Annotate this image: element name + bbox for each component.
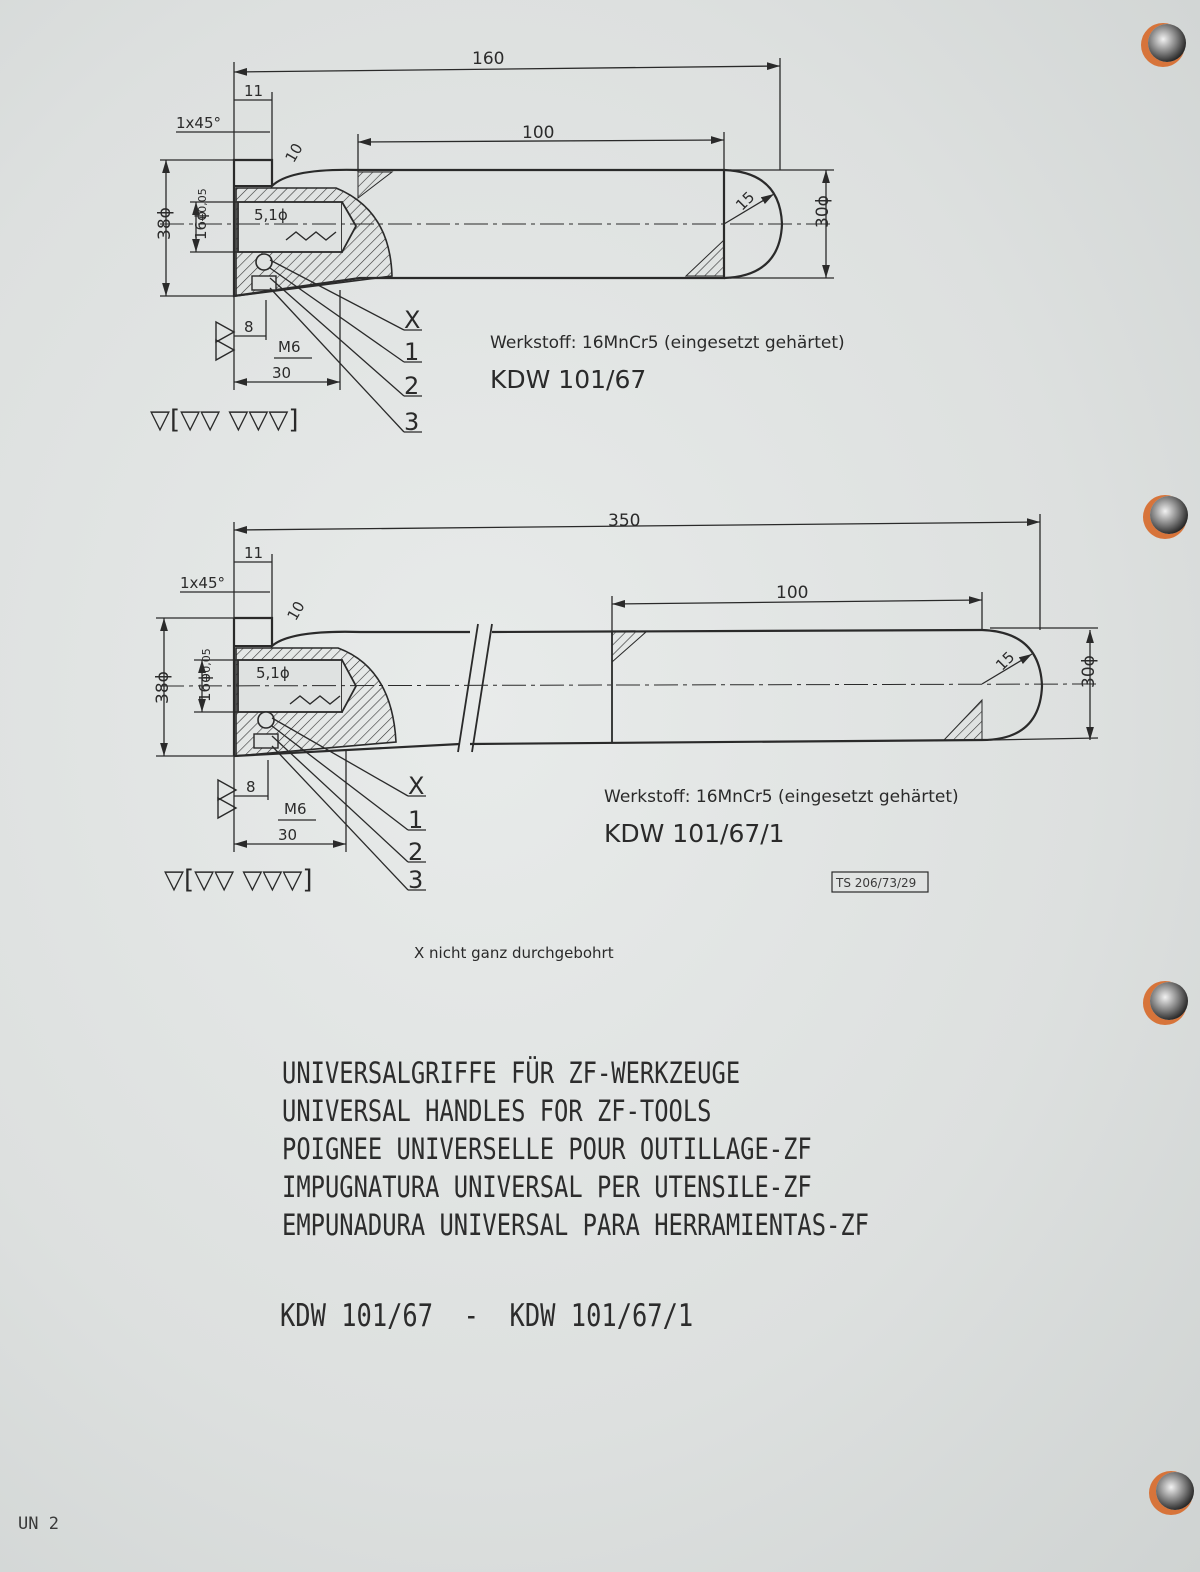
title-german: UNIVERSALGRIFFE FÜR ZF-WERKZEUGE: [282, 1056, 741, 1090]
dim-collar-width: 11: [244, 82, 263, 100]
leader-label: X: [404, 306, 420, 334]
dim-fillet: 10: [284, 598, 309, 624]
dim-chamfer: 1x45°: [180, 574, 225, 592]
leader-label: X: [408, 772, 424, 800]
dim-diameter-bore: 16ϕ: [192, 211, 210, 240]
leader-label: 2: [408, 838, 423, 866]
dim-bore: 5,1ϕ: [256, 664, 290, 682]
dim-thread-length: 30: [272, 364, 291, 382]
leader-label: 2: [404, 372, 419, 400]
surface-finish-symbols: ▽[▽▽ ▽▽▽]: [150, 405, 299, 435]
footnote: X nicht ganz durchgebohrt: [414, 944, 614, 962]
dim-bore-tolerance: +0,05: [196, 188, 209, 222]
binder-ring-icon: [1150, 982, 1188, 1020]
part-numbers-line: KDW 101/67 - KDW 101/67/1: [280, 1298, 694, 1334]
drawing-reference: TS 206/73/29: [835, 876, 916, 890]
dim-chamfer: 1x45°: [176, 114, 221, 132]
leader-label: 3: [408, 866, 423, 894]
dim-diameter-bore: 16ϕ: [196, 673, 214, 702]
dim-overall-length: 160: [472, 49, 504, 69]
dim-overall-length: 350: [608, 511, 640, 531]
dim-end-radius: 15: [992, 648, 1018, 674]
dim-diameter-collar: 38ϕ: [155, 207, 175, 240]
leader-label: 1: [408, 806, 423, 834]
dim-diameter-grip: 30ϕ: [813, 195, 833, 228]
title-french: POIGNEE UNIVERSELLE POUR OUTILLAGE-ZF: [282, 1132, 812, 1166]
dim-depth: 8: [244, 318, 254, 336]
dim-thread: M6: [278, 338, 301, 356]
dim-depth: 8: [246, 778, 256, 796]
drawing-bottom: [156, 514, 1099, 893]
material-spec: Werkstoff: 16MnCr5 (eingesetzt gehärtet): [604, 787, 959, 807]
dim-diameter-collar: 38ϕ: [153, 671, 173, 704]
material-spec: Werkstoff: 16MnCr5 (eingesetzt gehärtet): [490, 333, 845, 353]
title-italian: IMPUGNATURA UNIVERSAL PER UTENSILE-ZF: [282, 1170, 812, 1204]
binder-ring-icon: [1156, 1472, 1194, 1510]
page-label: UN 2: [18, 1514, 59, 1534]
leader-label: 1: [404, 338, 419, 366]
dim-bore-tolerance: +0,05: [200, 648, 213, 682]
title-spanish: EMPUNADURA UNIVERSAL PARA HERRAMIENTAS-Z…: [282, 1208, 869, 1242]
dim-diameter-grip: 30ϕ: [1079, 655, 1099, 688]
part-number-label: KDW 101/67: [490, 365, 646, 394]
dim-grip-length: 100: [522, 123, 554, 143]
surface-finish-symbols: ▽[▽▽ ▽▽▽]: [164, 865, 313, 895]
dim-thread-length: 30: [278, 826, 297, 844]
drawing-top: [160, 58, 834, 433]
binder-ring-icon: [1150, 496, 1188, 534]
leader-label: 3: [404, 408, 419, 436]
part-number-label: KDW 101/67/1: [604, 819, 785, 848]
dim-thread: M6: [284, 800, 307, 818]
dim-end-radius: 15: [732, 188, 758, 214]
dim-grip-length: 100: [776, 583, 808, 603]
binder-ring-icon: [1148, 24, 1186, 62]
title-english: UNIVERSAL HANDLES FOR ZF-TOOLS: [282, 1094, 712, 1128]
dim-fillet: 10: [282, 140, 307, 166]
dim-bore: 5,1ϕ: [254, 206, 288, 224]
dim-collar-width: 11: [244, 544, 263, 562]
